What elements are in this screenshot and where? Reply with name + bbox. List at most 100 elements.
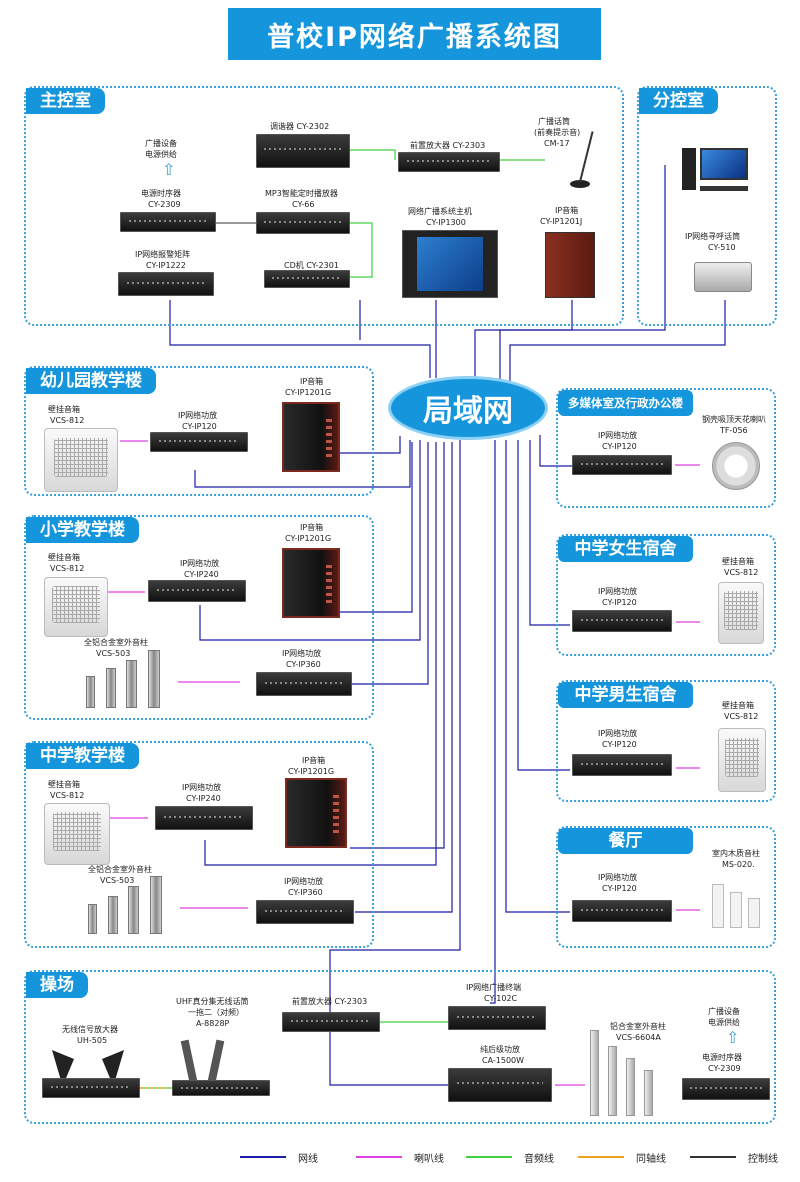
pure-amp-model: CA-1500W — [482, 1056, 525, 1065]
legend-speaker-label: 喇叭线 — [414, 1153, 444, 1165]
pri-wall-label: 壁挂音箱 — [48, 553, 80, 562]
kg-ipspk-model: CY-IP1201G — [285, 388, 332, 397]
legend-audio-label: 音频线 — [524, 1153, 554, 1165]
wood-column-1 — [712, 884, 724, 928]
tuner-device — [256, 134, 350, 168]
mid-amp2-device — [256, 900, 354, 924]
kg-amp-device — [150, 432, 248, 452]
pri-column-4 — [148, 650, 160, 708]
mid-amp-model: CY-IP240 — [186, 794, 221, 803]
zone-multimedia — [556, 388, 776, 508]
girls-wall-speaker — [718, 582, 764, 644]
terminal-model: CY-102C — [484, 994, 518, 1003]
mic-label: 广播话筒 — [538, 117, 570, 126]
kg-amp-model: CY-IP120 — [182, 422, 217, 431]
pg-power-note: 电源供给 — [708, 1018, 740, 1027]
keyboard-icon — [700, 186, 748, 191]
mp3-label: MP3智能定时播放器 — [265, 189, 338, 198]
mid-column-2 — [108, 896, 118, 934]
kg-ip-speaker — [282, 402, 340, 472]
arrow-up-icon: ⇧ — [162, 160, 176, 179]
pri-wall-model: VCS-812 — [50, 564, 85, 573]
pri-amp2-label: IP网络功放 — [282, 649, 322, 658]
girls-wall-label: 壁挂音箱 — [722, 557, 754, 566]
page-title: 普校IP网络广播系统图 — [228, 8, 601, 60]
boys-wall-label: 壁挂音箱 — [722, 701, 754, 710]
mid-wall-model: VCS-812 — [50, 791, 85, 800]
zone-boys-dorm — [556, 680, 776, 802]
alarm-matrix-device — [118, 272, 214, 296]
zone-label-kindergarten: 幼儿园教学楼 — [26, 368, 156, 394]
paging-label: IP网络寻呼话筒 — [685, 232, 741, 241]
zone-primary — [24, 515, 374, 720]
sequencer-model: CY-2309 — [148, 200, 181, 209]
zone-kindergarten — [24, 366, 374, 496]
signal-amplifier-device — [42, 1078, 140, 1098]
pri-column-3 — [126, 660, 137, 708]
legend-network-label: 网线 — [298, 1153, 318, 1165]
preamp-label: 前置放大器 CY-2303 — [410, 141, 486, 150]
alarm-matrix-model: CY-IP1222 — [146, 261, 186, 270]
canteen-amp-device — [572, 900, 672, 922]
mid-column-4 — [150, 876, 162, 934]
host-screen — [417, 237, 483, 291]
zone-label-middle: 中学教学楼 — [26, 743, 139, 769]
zone-label-multimedia: 多媒体室及行政办公楼 — [558, 390, 693, 416]
legend-control: 控制线 — [690, 1150, 778, 1165]
boys-wall-speaker — [718, 728, 766, 792]
pg-column-3 — [626, 1058, 635, 1116]
power-sequencer-device — [120, 212, 216, 232]
kg-ipspk-label: IP音箱 — [300, 377, 324, 386]
mid-wall-speaker — [44, 803, 110, 865]
alarm-matrix-label: IP网络报警矩阵 — [135, 250, 191, 259]
mid-ip-speaker — [285, 778, 347, 848]
pure-amp-device — [448, 1068, 552, 1102]
zone-label-canteen: 餐厅 — [558, 828, 693, 854]
broadcast-host-device — [402, 230, 498, 298]
boys-amp-model: CY-IP120 — [602, 740, 637, 749]
canteen-col-label: 室内木质音柱 — [712, 849, 760, 858]
pg-column-model: VCS-6604A — [616, 1033, 661, 1042]
mid-amp-label: IP网络功放 — [182, 783, 222, 792]
pg-sequencer-device — [682, 1078, 770, 1100]
kg-wall-label: 壁挂音箱 — [48, 405, 80, 414]
host-label: 网络广播系统主机 — [408, 207, 472, 216]
speaker-lines — [108, 440, 700, 1086]
mm-amp-device — [572, 455, 672, 475]
zone-label-boys: 中学男生宿舍 — [558, 682, 693, 708]
canteen-col-model: MS-020. — [722, 860, 755, 869]
pri-wall-speaker — [44, 577, 108, 637]
pri-amp-device — [148, 580, 246, 602]
mid-ipspk-model: CY-IP1201G — [288, 767, 335, 776]
boys-wall-model: VCS-812 — [724, 712, 759, 721]
wood-column-3 — [748, 898, 760, 928]
girls-amp-label: IP网络功放 — [598, 587, 638, 596]
pri-amp-model: CY-IP240 — [184, 570, 219, 579]
sequencer-label: 电源时序器 — [141, 189, 181, 198]
tuner-label: 调谐器 CY-2302 — [270, 122, 330, 131]
canteen-amp-model: CY-IP120 — [602, 884, 637, 893]
pri-ipspk-model: CY-IP1201G — [285, 534, 332, 543]
wireless-label: UHF真分集无线话筒 — [176, 997, 249, 1006]
pri-amp-label: IP网络功放 — [180, 559, 220, 568]
network-lines — [169, 165, 726, 1086]
terminal-label: IP网络广播终端 — [466, 983, 522, 992]
mid-amp-device — [155, 806, 253, 830]
monitor-icon — [700, 148, 748, 180]
paging-mic-device — [694, 262, 752, 292]
mid-column-3 — [128, 886, 139, 934]
host-model: CY-IP1300 — [426, 218, 466, 227]
pri-column-model: VCS-503 — [96, 649, 131, 658]
pri-ip-speaker — [282, 548, 340, 618]
pc-tower-icon — [682, 148, 696, 190]
wood-column-2 — [730, 892, 742, 928]
lan-cloud: 局域网 — [388, 376, 548, 440]
pg-seq-model: CY-2309 — [708, 1064, 741, 1073]
pg-column-4 — [644, 1070, 653, 1116]
mic-note: (前奏提示音) — [534, 128, 581, 137]
microphone-icon — [560, 120, 600, 190]
zone-label-girls: 中学女生宿舍 — [558, 536, 693, 562]
kg-wall-speaker — [44, 428, 118, 492]
mp3-player-device — [256, 212, 350, 234]
